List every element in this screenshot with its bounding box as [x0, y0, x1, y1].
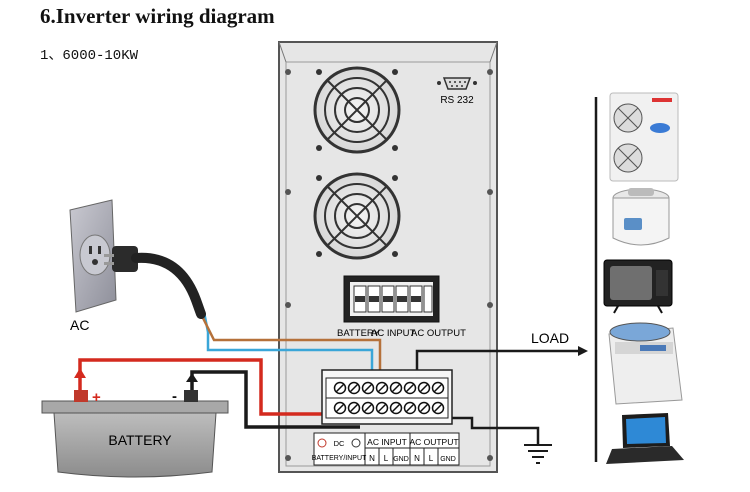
power-plug-icon[interactable] [104, 246, 206, 319]
battery-icon [41, 390, 229, 478]
page-subtitle: 1、6000-10KW [40, 48, 139, 64]
ac-source-label: AC [70, 317, 89, 333]
terminal-ac-input-label: AC INPUT [367, 437, 407, 447]
terminal-n2-label: N [414, 454, 420, 463]
terminal-label-strip [313, 432, 460, 466]
washing-machine-icon [608, 322, 683, 405]
breaker-battery-label: BATTERY [337, 328, 381, 339]
terminal-gnd1-label: GND [393, 456, 409, 463]
breaker-switches[interactable] [353, 285, 433, 313]
ground-wire [440, 416, 540, 444]
terminal-battery-input-label: BATTERY/INPUT [312, 455, 367, 462]
laptop-icon [606, 413, 684, 464]
terminal-dc-label: DC [334, 439, 345, 448]
breaker-ac-input-label: AC INPUT [371, 328, 416, 339]
terminal-block [321, 369, 453, 425]
rs232-port-icon[interactable] [437, 77, 477, 90]
page-title: 6.Inverter wiring diagram [40, 4, 275, 28]
breaker-panel [343, 275, 440, 323]
rs232-label: RS 232 [440, 95, 474, 106]
terminal-screws[interactable] [333, 381, 445, 415]
ground-symbol-icon [524, 444, 552, 464]
terminal-ac-output-label: AC OUTPUT [409, 437, 458, 447]
rice-cooker-icon [612, 188, 670, 246]
television-icon [603, 259, 673, 314]
load-label: LOAD [531, 330, 569, 346]
ac-wire-brown [198, 311, 382, 384]
terminal-n1-label: N [369, 454, 375, 463]
cooling-fan-bottom-icon [313, 172, 401, 260]
battery-negative-label: - [172, 388, 177, 405]
air-conditioner-icon [609, 92, 679, 182]
load-wire [415, 349, 578, 376]
terminal-gnd2-label: GND [440, 456, 456, 463]
terminal-l2-label: L [429, 454, 434, 463]
terminal-l1-label: L [384, 454, 389, 463]
battery-label: BATTERY [108, 432, 172, 448]
battery-positive-label: + [92, 389, 101, 406]
breaker-ac-output-label: AC OUTPUT [411, 328, 466, 339]
cooling-fan-top-icon [313, 66, 401, 154]
